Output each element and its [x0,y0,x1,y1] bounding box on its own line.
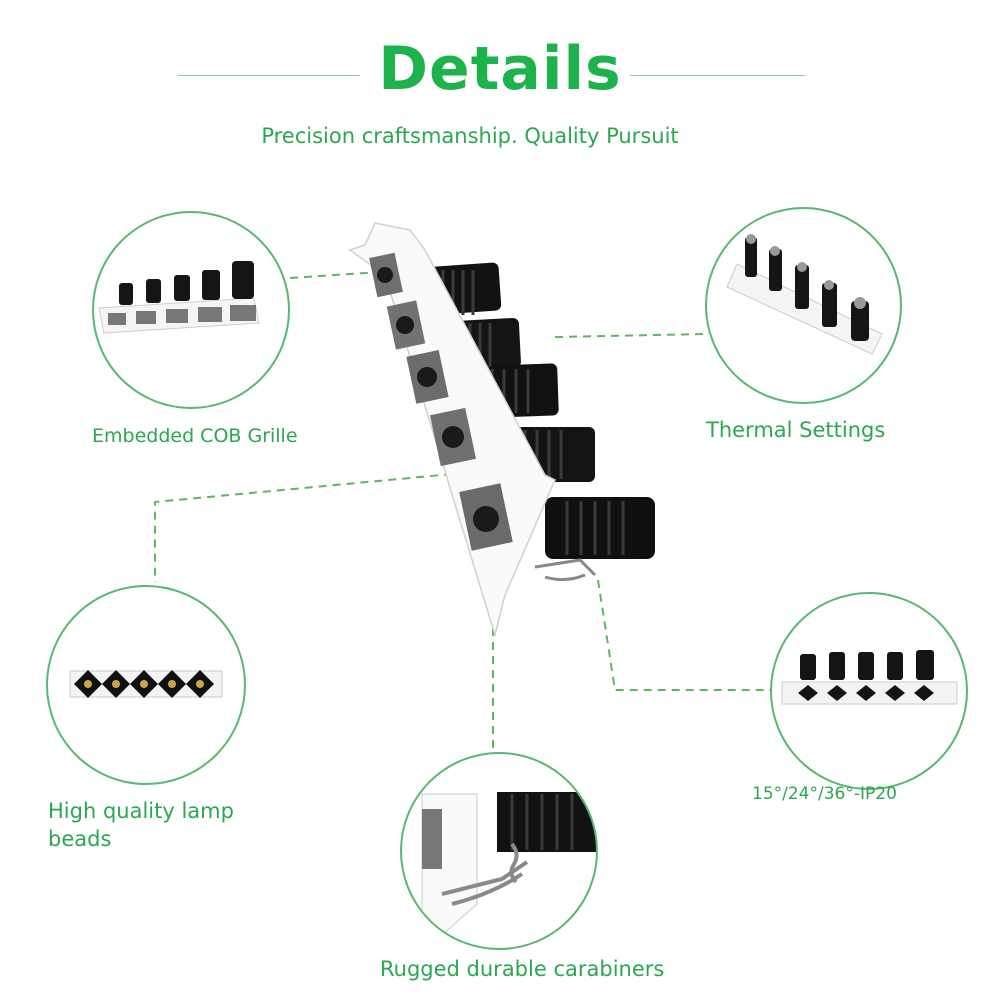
lamp-beads-image [69,670,223,698]
title-rule-right [630,75,805,76]
connector-lamp-beads [154,473,453,582]
detail-circle-beam-angle [770,592,968,790]
page-subtitle: Precision craftsmanship. Quality Pursuit [261,124,679,148]
beam-angle-image [781,650,958,705]
detail-circle-lamp-beads [46,585,246,785]
page-title: Details [378,34,622,104]
label-lamp-beads: High quality lamp beads [48,799,234,851]
label-beam-angle: 15°/24°/36°-IP20 [752,784,897,804]
connector-cob-grille [289,271,381,279]
lens-modules [369,252,513,551]
label-cob-grille: Embedded COB Grille [92,425,298,447]
label-carabiner: Rugged durable carabiners [380,957,665,981]
label-thermal: Thermal Settings [706,418,886,442]
connector-beam-angle [597,579,772,691]
carabiner-image [421,792,596,945]
thermal-image [726,234,883,355]
connector-thermal [554,333,706,338]
cob-grille-image [98,261,260,334]
product-image-main [348,222,655,638]
spring-clip [534,558,597,582]
detail-circle-thermal [705,207,902,404]
detail-circle-cob-grille [92,211,290,409]
detail-circle-carabiner [400,752,598,950]
title-rule-left [178,75,360,76]
